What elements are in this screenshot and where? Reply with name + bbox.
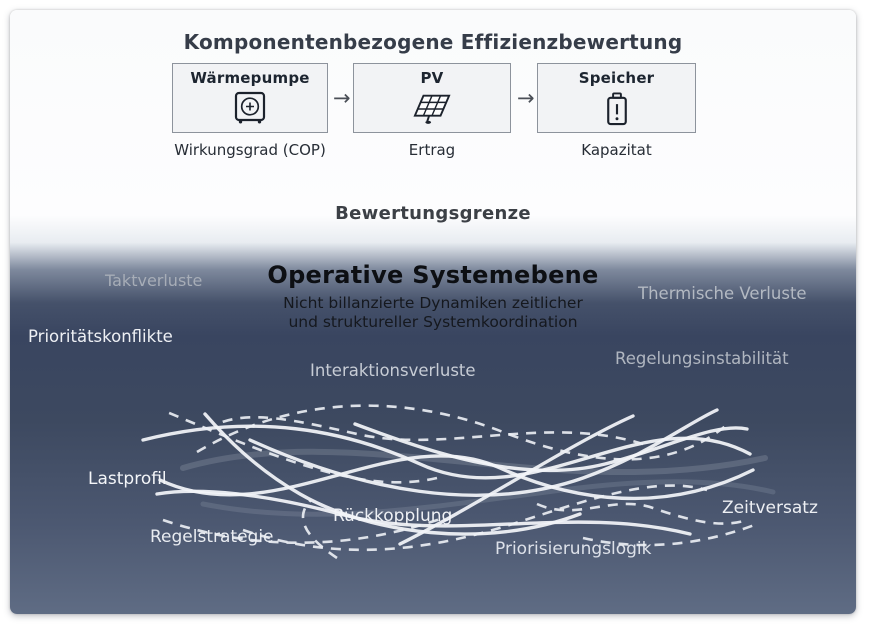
component-name: Wärmepumpe xyxy=(190,69,310,87)
efficiency-diagram-card: Komponentenbezogene Effizienzbewertung W… xyxy=(10,10,856,614)
component-box-pv: PV xyxy=(353,63,511,133)
component-box-heat-pump: Wärmepumpe xyxy=(172,63,328,133)
solar-panel-icon xyxy=(354,88,510,130)
page-title: Komponentenbezogene Effizienzbewertung xyxy=(183,30,683,54)
battery-icon xyxy=(538,88,695,130)
arrow-tangle-graphic xyxy=(141,404,776,560)
subtitle-line-1: Nicht billanzierte Dynamiken zeitlicher xyxy=(283,294,583,312)
label-prioritaetskonflikte: Prioritätskonflikte xyxy=(28,327,173,346)
label-interaktionsverluste: Interaktionsverluste xyxy=(310,361,476,380)
flow-arrow-icon: → xyxy=(517,86,535,110)
component-name: Speicher xyxy=(578,69,655,87)
label-priorisierungslogik: Priorisierungslogik xyxy=(495,539,652,559)
system-level-title: Operative Systemebene xyxy=(267,261,599,289)
system-level-subtitle: Nicht billanzierte Dynamiken zeitlicher … xyxy=(10,294,856,332)
label-zeitversatz: Zeitversatz xyxy=(722,498,818,518)
label-regelstrategie: Regelstrategie xyxy=(150,527,274,547)
label-thermische-verluste: Thermische Verluste xyxy=(638,284,807,303)
component-metric: Kapazitat xyxy=(581,141,652,159)
label-taktverluste: Taktverluste xyxy=(105,271,203,290)
component-metric: Ertrag xyxy=(408,141,456,159)
component-metric: Wirkungsgrad (COP) xyxy=(174,141,326,159)
component-box-storage: Speicher xyxy=(537,63,696,133)
component-name: PV xyxy=(420,69,444,87)
flow-arrow-icon: → xyxy=(333,86,351,110)
heat-pump-icon xyxy=(173,88,327,130)
label-lastprofil: Lastprofil xyxy=(88,469,167,489)
evaluation-boundary-label: Bewertungsgrenze xyxy=(335,203,531,224)
label-regelungsinstabilitaet: Regelungsinstabilität xyxy=(615,349,789,368)
subtitle-line-2: und struktureller Systemkoordination xyxy=(288,313,578,331)
